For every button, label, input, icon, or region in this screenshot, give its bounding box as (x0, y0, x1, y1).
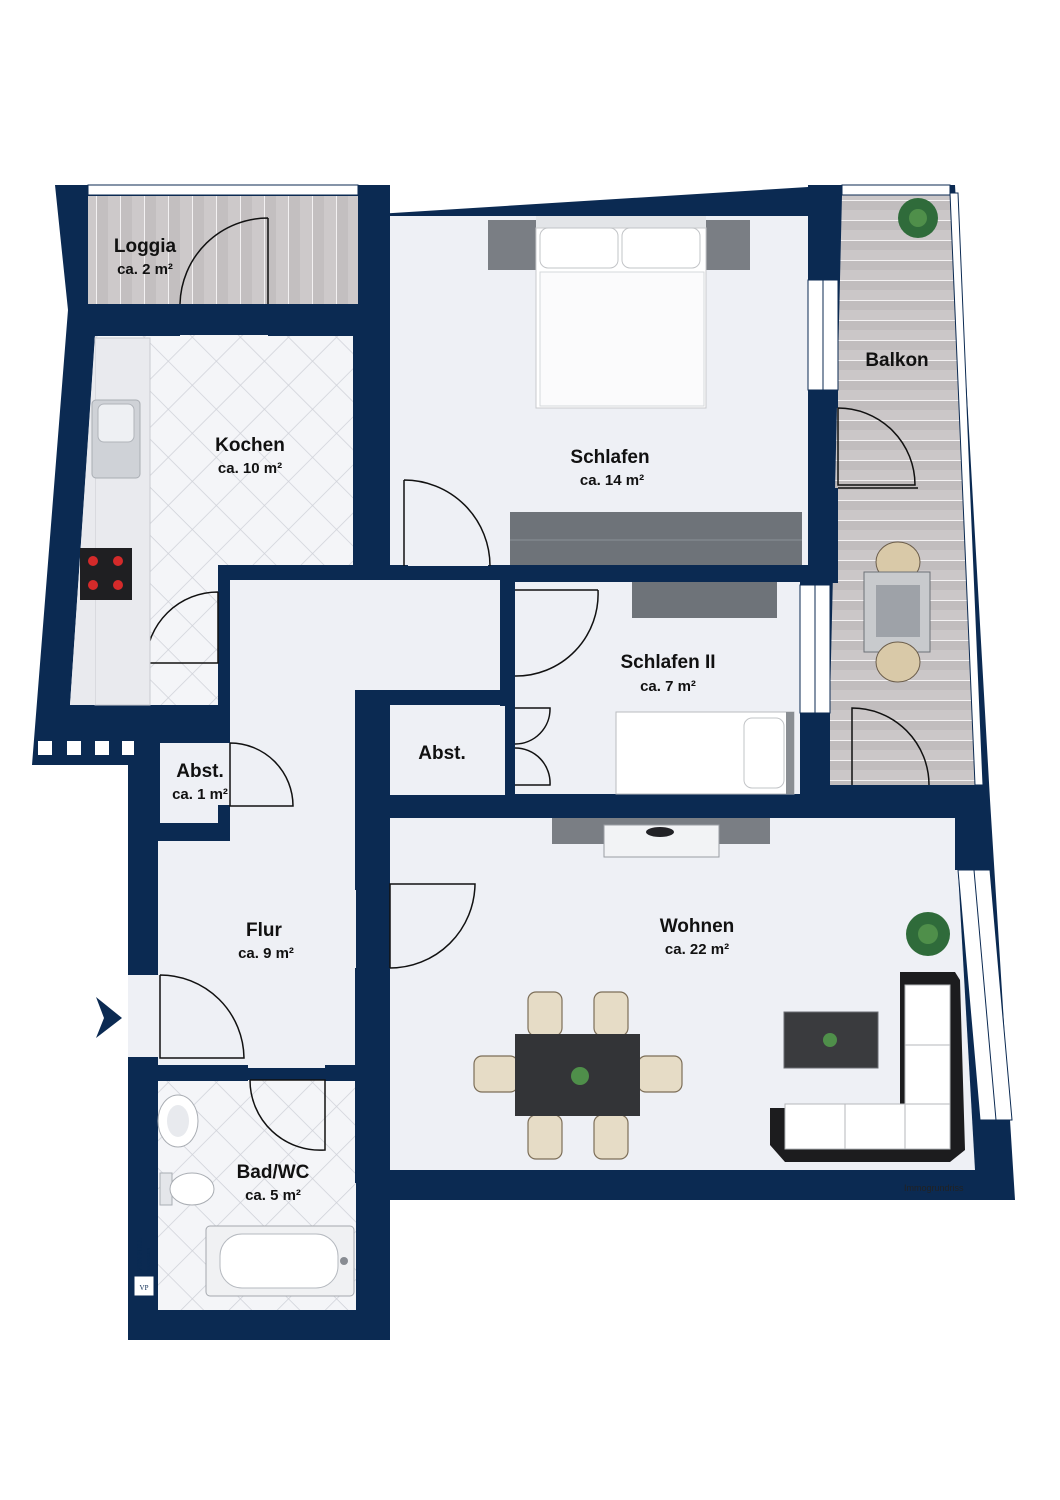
table-flowers-icon (571, 1067, 589, 1085)
coffee-table-flowers-icon (823, 1033, 837, 1047)
desk (632, 582, 777, 618)
bathtub-icon (205, 1225, 355, 1297)
entrance-floor (128, 975, 160, 1057)
bedroom-door (403, 479, 491, 567)
loggia-floor (88, 196, 358, 304)
tv-sideboard (552, 818, 770, 858)
closet-floor (390, 705, 505, 795)
bedroom2-area: ca. 7 m² (640, 678, 696, 695)
windows (87, 184, 1013, 1121)
bedroom2-name: Schlafen II (620, 652, 715, 673)
balcony-floor (828, 195, 975, 785)
storage-area: ca. 1 m² (172, 786, 228, 803)
closet-door (514, 707, 551, 786)
svg-text:VP: VP (140, 1284, 149, 1292)
loggia-name: Loggia (114, 236, 177, 257)
company-logo: VP VON POLL IMMOBILIEN (133, 1238, 155, 1297)
coffee-table (783, 1011, 879, 1069)
wall-vents (38, 741, 134, 755)
balcony-door-upper (837, 407, 918, 489)
living-area: ca. 22 m² (665, 941, 729, 958)
living-name: Wohnen (660, 916, 735, 937)
storage-floor (160, 728, 218, 840)
closet-name: Abst. (418, 743, 466, 764)
inner-walls (88, 185, 1010, 1183)
balcony-side-railing (949, 192, 984, 786)
svg-text:IMMOBILIEN: IMMOBILIEN (146, 1247, 151, 1272)
kitchen-counter (70, 337, 151, 706)
hall-floor-lower (158, 840, 356, 1068)
storage-door (229, 742, 294, 807)
living-plant-icon (906, 912, 950, 956)
dining-set (473, 991, 683, 1160)
loggia-railing (87, 184, 359, 196)
balcony-railing (841, 184, 951, 196)
balcony-door-lower (851, 707, 930, 786)
living-door (389, 883, 476, 969)
loggia-door (179, 217, 269, 305)
double-bed (488, 216, 750, 409)
kitchen-area: ca. 10 m² (218, 460, 282, 477)
bedroom2-door (514, 589, 599, 677)
hall-name: Flur (246, 920, 282, 941)
balcony-plant-icon (898, 198, 938, 238)
doors (145, 217, 930, 1151)
balcony-table-set (863, 541, 931, 683)
bath-door (249, 1079, 326, 1151)
bath-name: Bad/WC (237, 1162, 310, 1183)
entrance-arrow-icon (96, 997, 122, 1038)
balcony-name: Balkon (865, 350, 928, 371)
bedroom-area: ca. 14 m² (580, 472, 644, 489)
toilet-icon (159, 1172, 215, 1206)
kitchen-name: Kochen (215, 435, 285, 456)
loggia-area: ca. 2 m² (117, 261, 173, 278)
bath-area: ca. 5 m² (245, 1187, 301, 1204)
bedroom-name: Schlafen (570, 447, 649, 468)
storage-name: Abst. (176, 761, 224, 782)
corner-sofa (770, 972, 965, 1162)
hall-area: ca. 9 m² (238, 945, 294, 962)
cooktop-icon (80, 548, 132, 600)
svg-text:VON POLL: VON POLL (136, 1238, 144, 1272)
credit-text: Immogrundriss (904, 1183, 964, 1193)
bath-fixtures (157, 1094, 355, 1297)
wardrobe (510, 512, 802, 565)
entrance-door (159, 974, 245, 1059)
single-bed (615, 711, 795, 795)
room-labels: Loggia ca. 2 m² Kochen ca. 10 m² Schlafe… (114, 236, 929, 1204)
